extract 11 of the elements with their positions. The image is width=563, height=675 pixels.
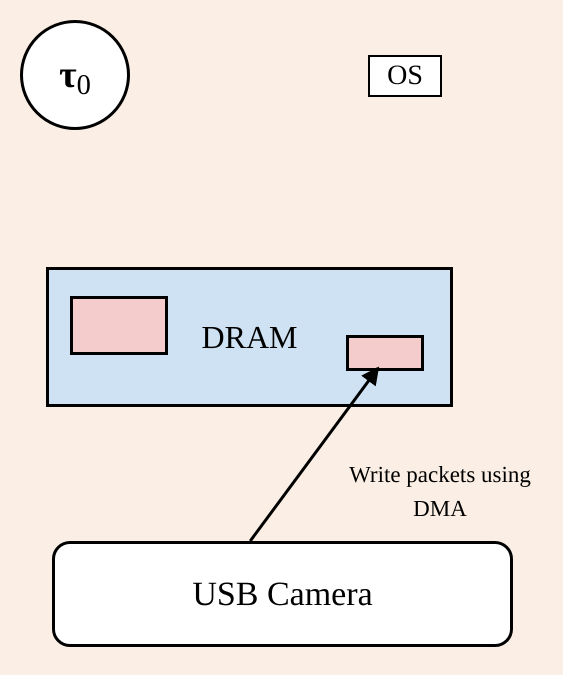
node-label: OS [387,59,423,93]
memory-box [46,267,453,407]
buffer-box [70,296,168,355]
arrow [249,366,380,542]
device-box [52,541,513,647]
buffer-box [346,335,424,371]
edge-label: Write packets using DMA [348,461,532,523]
node-label: τ$_{0}$ [59,52,91,103]
label-box [368,55,442,97]
node-label: DRAM [201,318,298,357]
node-label: USB Camera [192,574,373,614]
